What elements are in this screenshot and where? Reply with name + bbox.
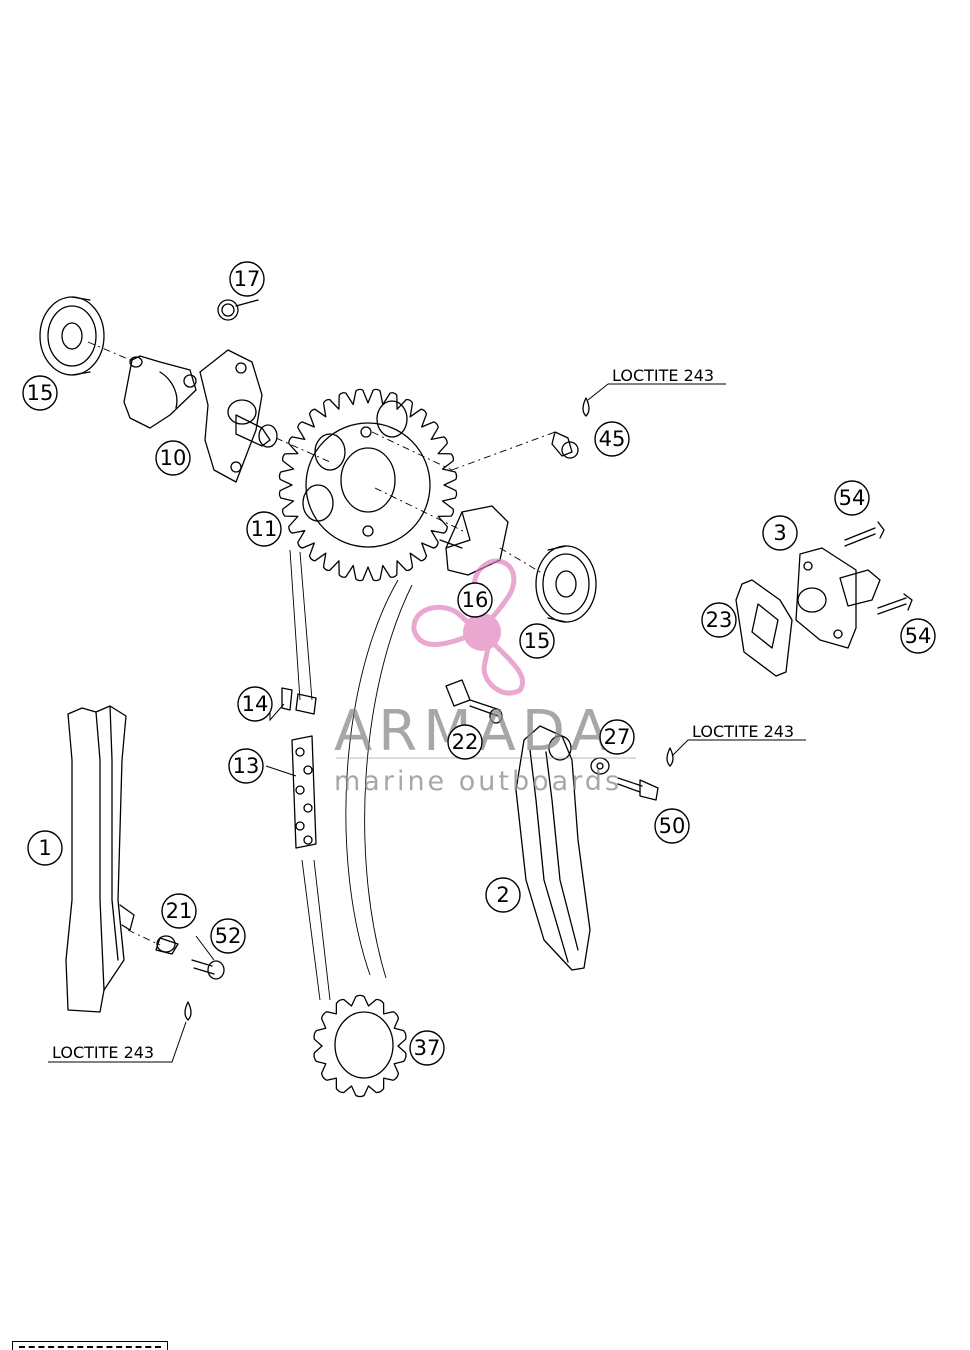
callout-52: 52	[210, 918, 246, 954]
propeller-logo-icon	[411, 558, 526, 696]
callout-54-top: 54	[834, 480, 870, 516]
callout-label: 54	[839, 486, 866, 510]
callout-45: 45	[594, 421, 630, 457]
callout-23: 23	[701, 602, 737, 638]
callout-label: 54	[905, 624, 932, 648]
callout-label: 45	[599, 427, 626, 451]
drawing-frame-corner	[12, 1341, 168, 1350]
callout-label: 2	[496, 883, 509, 907]
callout-label: 37	[414, 1036, 441, 1060]
loctite-note-right: LOCTITE 243	[692, 722, 794, 741]
callout-2: 2	[485, 877, 521, 913]
loctite-note-left: LOCTITE 243	[52, 1043, 154, 1062]
chain-tensioner-rail	[515, 725, 591, 971]
callout-label: 52	[215, 924, 242, 948]
callout-27: 27	[599, 719, 635, 755]
callout-15-right: 15	[519, 623, 555, 659]
leader-lines	[48, 383, 806, 1063]
chain-guide-left	[65, 705, 135, 1013]
callout-label: 16	[462, 588, 489, 612]
callout-14: 14	[237, 686, 273, 722]
callout-label: 23	[706, 608, 733, 632]
callout-label: 17	[234, 267, 261, 291]
callout-50: 50	[654, 808, 690, 844]
callout-label: 15	[524, 629, 551, 653]
chain-tensioner	[735, 521, 913, 677]
spring	[217, 299, 259, 321]
callout-label: 50	[659, 814, 686, 838]
bearing-right	[535, 545, 597, 623]
callout-13: 13	[228, 748, 264, 784]
callout-22: 22	[447, 724, 483, 760]
bushing-and-bolt	[155, 935, 225, 1021]
callout-label: 10	[160, 446, 187, 470]
callout-15-left: 15	[22, 375, 58, 411]
camshaft-sprocket	[278, 388, 458, 582]
callout-54-bottom: 54	[900, 618, 936, 654]
callout-label: 15	[27, 381, 54, 405]
callout-37: 37	[409, 1030, 445, 1066]
watermark-tagline: marine outboards	[334, 766, 622, 797]
callout-3: 3	[762, 515, 798, 551]
callout-label: 27	[604, 725, 631, 749]
crankshaft-sprocket	[313, 994, 407, 1098]
callout-1: 1	[27, 830, 63, 866]
bearing-upper-left	[39, 296, 105, 376]
callout-label: 14	[242, 692, 269, 716]
callout-label: 11	[251, 517, 278, 541]
camshaft-assembly	[123, 349, 278, 483]
timing-chain-segment	[281, 687, 317, 849]
callout-16: 16	[457, 582, 493, 618]
callout-11: 11	[246, 511, 282, 547]
callout-21: 21	[161, 893, 197, 929]
callout-label: 22	[452, 730, 479, 754]
screw-45	[551, 397, 590, 459]
loctite-note-top: LOCTITE 243	[612, 366, 714, 385]
callout-17: 17	[229, 261, 265, 297]
callout-label: 13	[233, 754, 260, 778]
callout-label: 3	[773, 521, 786, 545]
callout-10: 10	[155, 440, 191, 476]
callout-label: 21	[166, 899, 193, 923]
callout-label: 1	[38, 836, 51, 860]
